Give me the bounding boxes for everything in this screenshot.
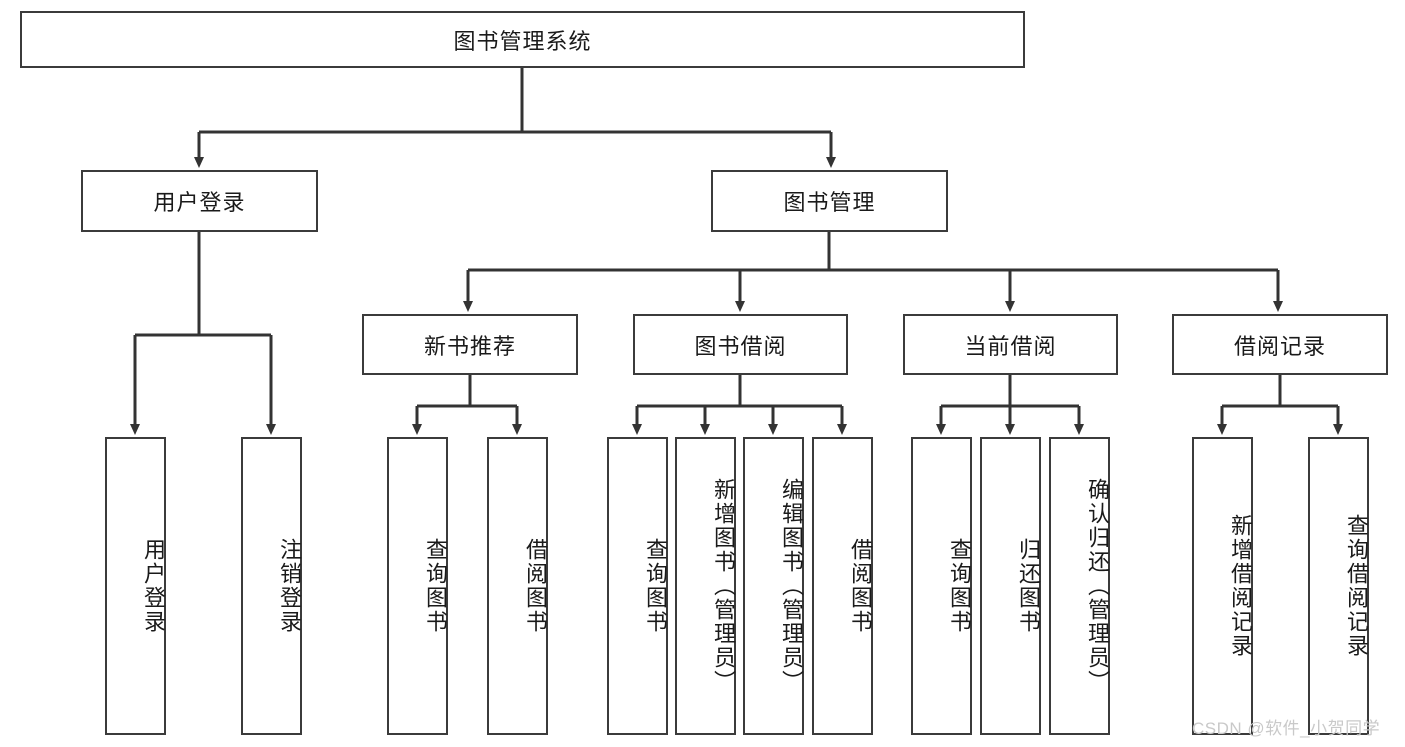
node-borrow-record[interactable]: 借阅记录 (1172, 314, 1388, 375)
leaf-new-book-query[interactable]: 查询图书 (387, 437, 448, 735)
node-book-management[interactable]: 图书管理 (711, 170, 948, 232)
node-book-borrow[interactable]: 图书借阅 (633, 314, 848, 375)
leaf-label: 查询图书 (643, 538, 668, 634)
leaf-book-borrow-borrow[interactable]: 借阅图书 (812, 437, 873, 735)
node-user-login-label: 用户登录 (153, 190, 246, 215)
node-root-label: 图书管理系统 (453, 28, 592, 54)
leaf-current-borrow-return[interactable]: 归还图书 (980, 437, 1041, 735)
leaf-label: 用户登录 (141, 538, 166, 634)
leaf-label: 确认归还（管理员） (1085, 478, 1110, 694)
node-root[interactable]: 图书管理系统 (20, 11, 1025, 68)
leaf-label: 注销登录 (277, 538, 302, 634)
leaf-user-login-logout[interactable]: 注销登录 (241, 437, 302, 735)
leaf-current-borrow-confirm-return[interactable]: 确认归还（管理员） (1049, 437, 1110, 735)
leaf-label: 查询图书 (947, 538, 972, 634)
leaf-label: 查询借阅记录 (1344, 514, 1369, 658)
node-current-borrow-label: 当前借阅 (964, 333, 1057, 359)
leaf-label: 新增图书（管理员） (711, 478, 736, 694)
leaf-label: 归还图书 (1016, 538, 1041, 634)
leaf-borrow-record-query[interactable]: 查询借阅记录 (1308, 437, 1369, 735)
node-user-login[interactable]: 用户登录 (81, 170, 318, 232)
leaf-label: 借阅图书 (523, 538, 548, 634)
node-new-book-recommend[interactable]: 新书推荐 (362, 314, 578, 375)
leaf-book-borrow-add[interactable]: 新增图书（管理员） (675, 437, 736, 735)
node-book-borrow-label: 图书借阅 (694, 333, 787, 359)
node-borrow-record-label: 借阅记录 (1233, 333, 1326, 359)
leaf-borrow-record-add[interactable]: 新增借阅记录 (1192, 437, 1253, 735)
leaf-label: 查询图书 (423, 538, 448, 634)
node-book-management-label: 图书管理 (783, 190, 876, 215)
leaf-label: 编辑图书（管理员） (779, 478, 804, 694)
leaf-book-borrow-query[interactable]: 查询图书 (607, 437, 668, 735)
leaf-new-book-borrow[interactable]: 借阅图书 (487, 437, 548, 735)
leaf-current-borrow-query[interactable]: 查询图书 (911, 437, 972, 735)
leaf-label: 新增借阅记录 (1228, 514, 1253, 658)
leaf-label: 借阅图书 (848, 538, 873, 634)
node-current-borrow[interactable]: 当前借阅 (903, 314, 1118, 375)
node-new-book-recommend-label: 新书推荐 (423, 333, 516, 359)
leaf-book-borrow-edit[interactable]: 编辑图书（管理员） (743, 437, 804, 735)
leaf-user-login-login[interactable]: 用户登录 (105, 437, 166, 735)
